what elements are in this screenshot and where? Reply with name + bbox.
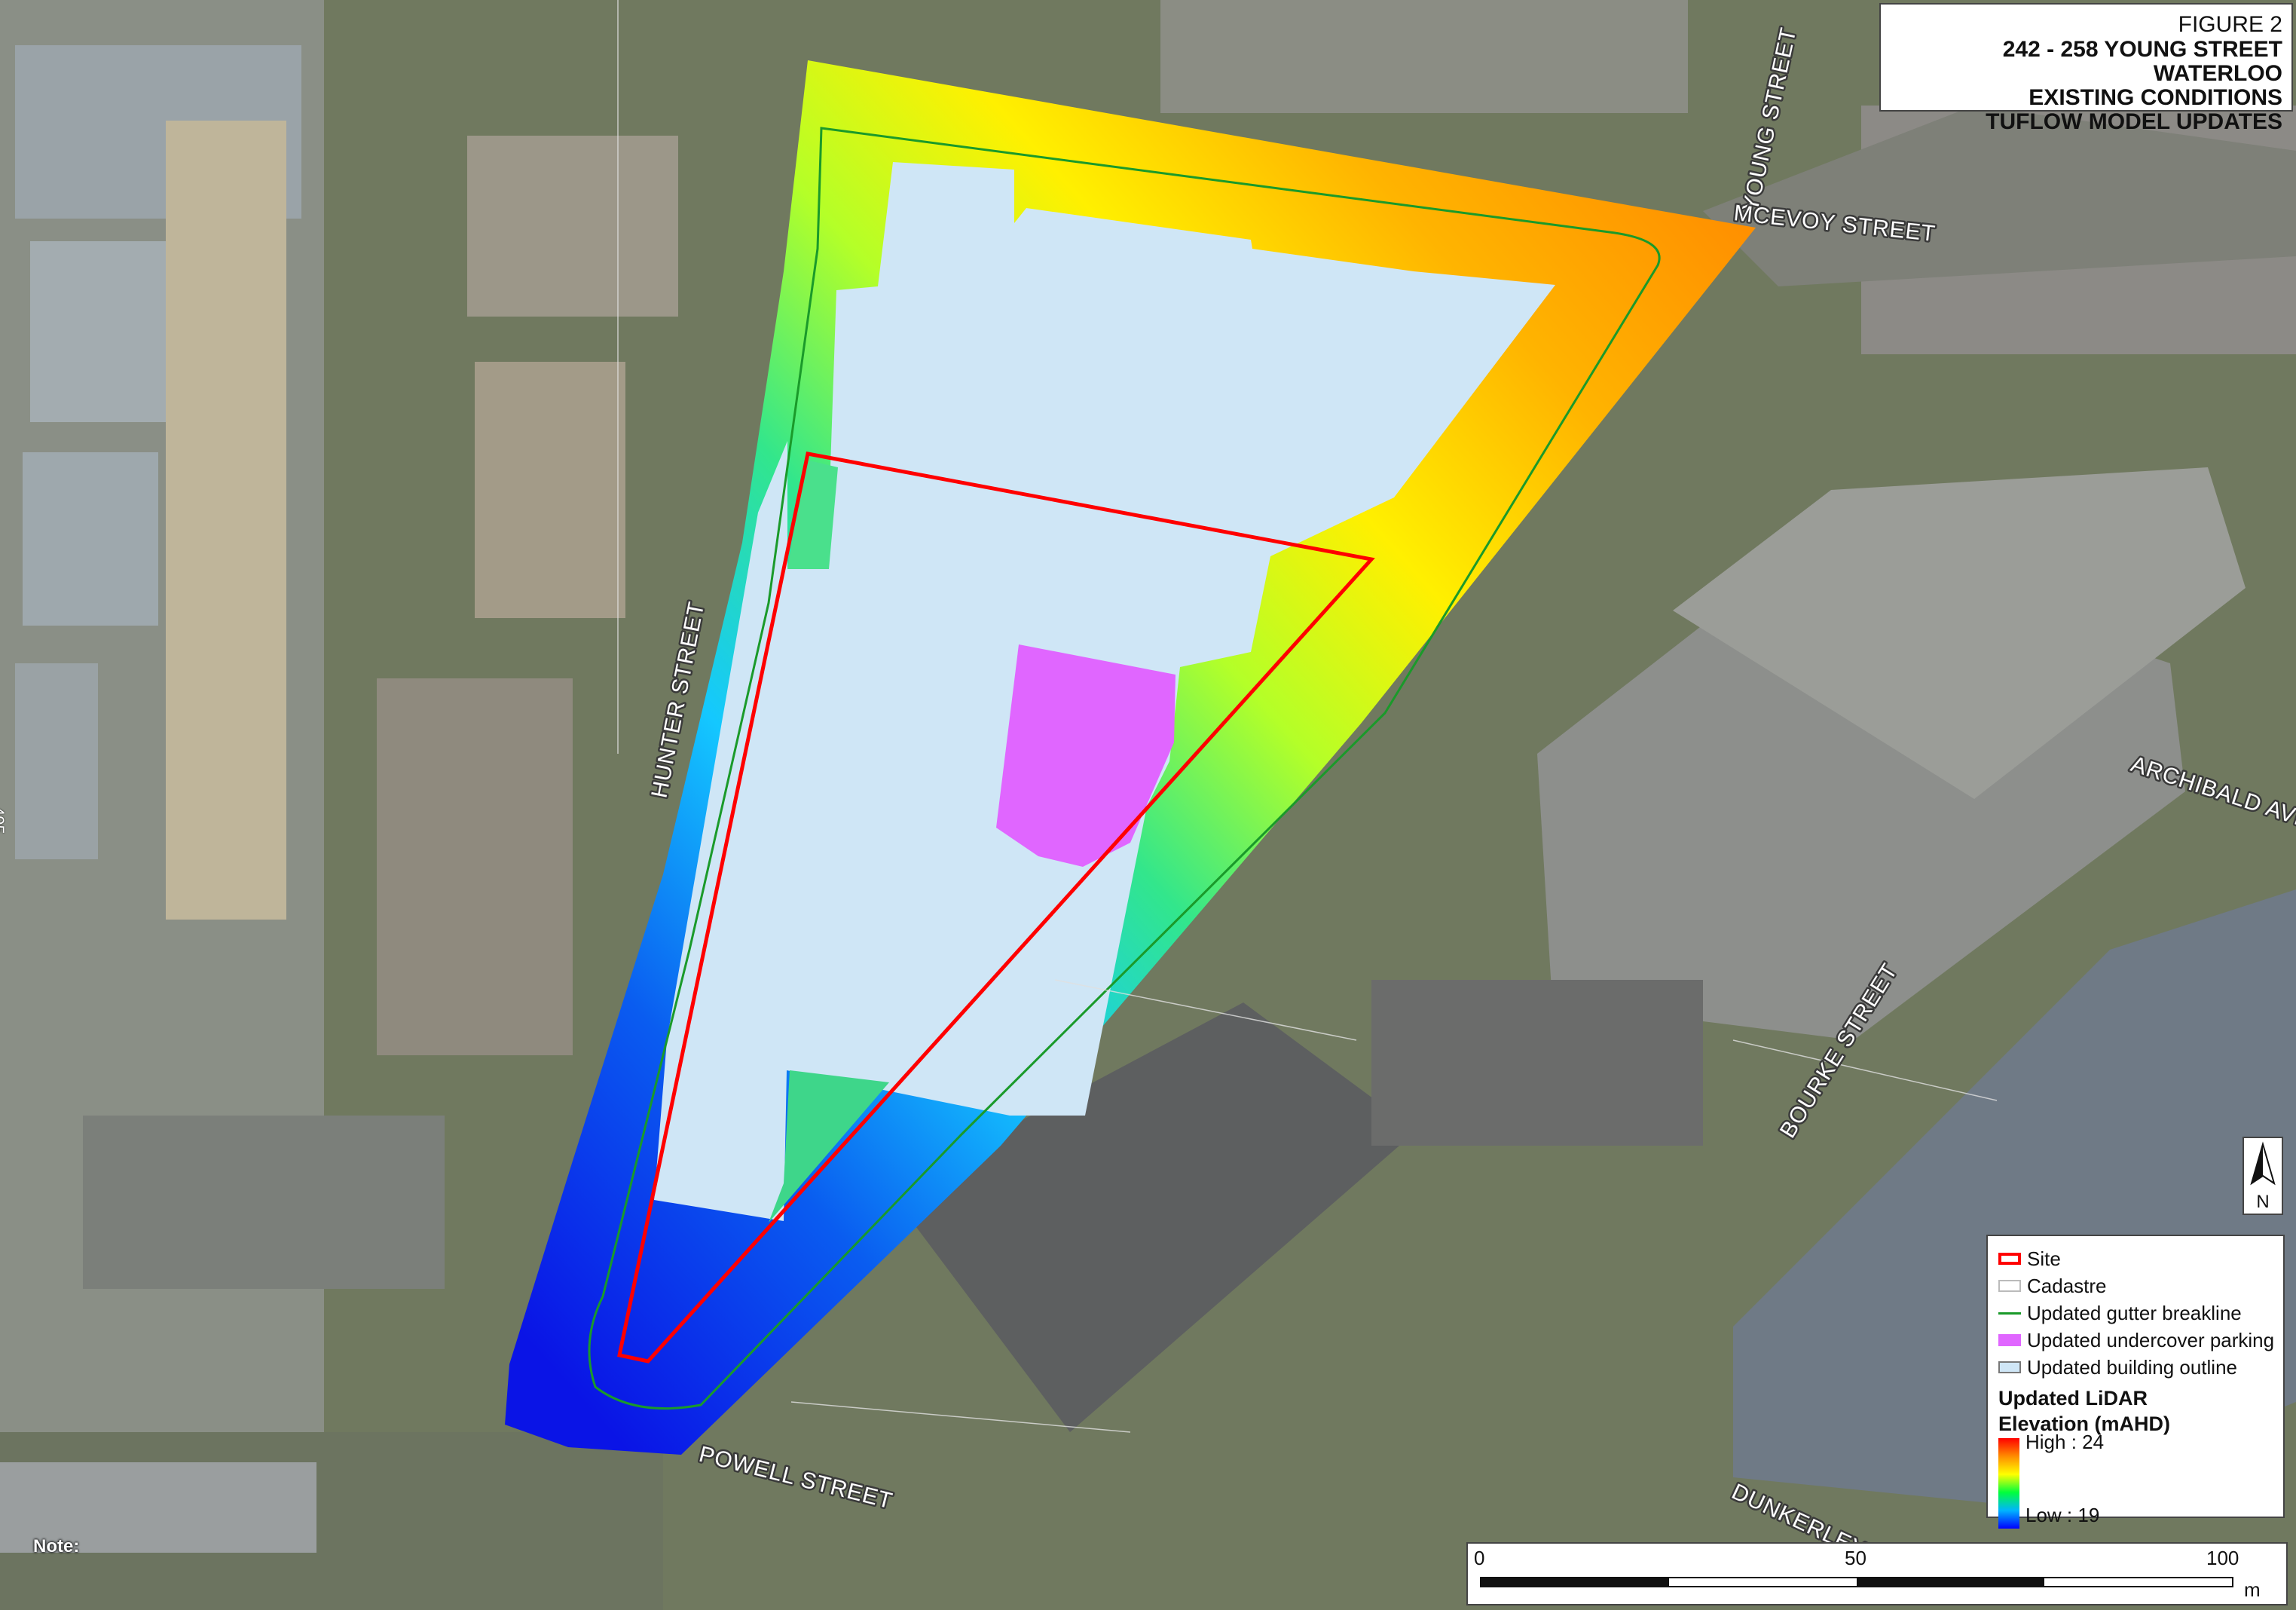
scale-tick-0: 0 [1474, 1547, 1485, 1569]
legend-label-building: Updated building outline [2027, 1355, 2237, 1379]
legend-heading-lidar: Updated LiDAR [1998, 1387, 2148, 1410]
elevation-color-ramp [1998, 1438, 2019, 1529]
note-label: Note: [33, 1536, 80, 1556]
legend-item-gutter: Updated gutter breakline [1998, 1299, 2276, 1327]
building-swatch [1998, 1361, 2021, 1373]
side-text: 495 [0, 807, 8, 834]
north-arrow-icon: N [2250, 1141, 2276, 1212]
scale-unit: m [2244, 1578, 2261, 1601]
scale-bar-box: 0 50 100 m [1466, 1542, 2288, 1605]
scale-bar [1480, 1577, 2233, 1587]
legend-label-gutter: Updated gutter breakline [2027, 1301, 2242, 1324]
site-boundary [617, 451, 1375, 1364]
parking-swatch [1998, 1334, 2021, 1346]
legend-item-parking: Updated undercover parking [1998, 1327, 2276, 1354]
legend-label-cadastre: Cadastre [2027, 1274, 2107, 1297]
map-legend: Site Cadastre Updated gutter breakline U… [1986, 1235, 2285, 1529]
legend-label-site: Site [2027, 1247, 2061, 1270]
raster-green-patch [769, 1070, 889, 1223]
legend-item-site: Site [1998, 1245, 2276, 1272]
figure-number: FIGURE 2 [2178, 12, 2282, 37]
title-line-1: 242 - 258 YOUNG STREET WATERLOO [2002, 37, 2282, 86]
legend-label-low: Low : 19 [2025, 1504, 2100, 1526]
north-label: N [2256, 1192, 2269, 1212]
north-arrow: N [2242, 1137, 2283, 1215]
title-line-3: TUFLOW MODEL UPDATES [1986, 109, 2282, 134]
raster-green-patch [787, 460, 838, 569]
site-swatch [1998, 1253, 2021, 1265]
legend-item-building: Updated building outline [1998, 1354, 2276, 1381]
title-line-2: EXISTING CONDITIONS [2028, 85, 2282, 110]
legend-label-parking: Updated undercover parking [2027, 1328, 2275, 1351]
title-box: FIGURE 2 242 - 258 YOUNG STREET WATERLOO… [1879, 3, 2293, 134]
updated-gutter-breakline [588, 127, 1661, 1410]
cadastre-lines [617, 0, 1998, 1433]
cadastre-swatch [1998, 1280, 2021, 1292]
elevation-ramp-group: High : 24 Low : 19 [1998, 1431, 2276, 1529]
legend-label-high: High : 24 [2025, 1431, 2105, 1453]
updated-undercover-parking [996, 644, 1176, 867]
legend-item-cadastre: Cadastre [1998, 1272, 2276, 1299]
legend-heading-elevation: Elevation (mAHD) [1998, 1413, 2171, 1435]
scale-tick-50: 50 [1845, 1547, 1866, 1569]
gutter-swatch [1998, 1312, 2021, 1315]
scale-tick-100: 100 [2206, 1547, 2239, 1569]
